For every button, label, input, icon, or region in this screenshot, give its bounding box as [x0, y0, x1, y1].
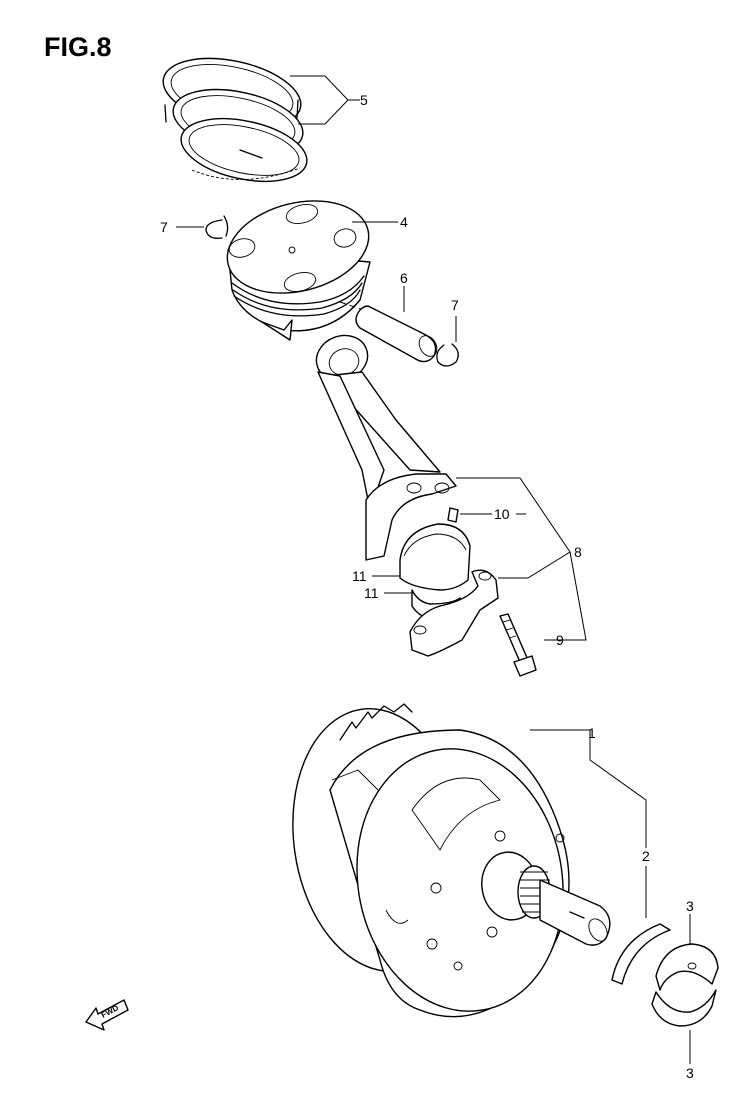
- circlip-left: [205, 215, 229, 239]
- callout-7-right: 7: [451, 297, 459, 313]
- conrod-bearing-upper: [399, 523, 471, 591]
- callout-3-lower: 3: [686, 1065, 694, 1081]
- callout-11-lower: 11: [364, 585, 379, 601]
- callout-7-left: 7: [160, 219, 168, 235]
- piston: [226, 200, 371, 341]
- callout-5: 5: [360, 92, 368, 108]
- callout-8: 8: [574, 544, 582, 560]
- crankshaft-bearing-upper: [655, 943, 719, 991]
- callout-6: 6: [400, 270, 408, 286]
- callout-9: 9: [556, 632, 564, 648]
- dowel-pin: [447, 507, 459, 523]
- forward-direction-arrow-icon: FWD: [85, 999, 129, 1031]
- thrust-washer: [611, 923, 671, 985]
- callout-11-upper: 11: [352, 568, 367, 584]
- connecting-rod-cap: [409, 569, 499, 657]
- callout-3-upper: 3: [686, 898, 694, 914]
- callout-2: 2: [642, 848, 650, 864]
- figure-title: FIG.8: [44, 32, 112, 62]
- piston-rings: [162, 57, 308, 183]
- callout-10: 10: [494, 506, 510, 522]
- crankshaft: [292, 703, 611, 1018]
- piston-pin: [339, 301, 438, 363]
- crankshaft-bearing-lower: [651, 989, 717, 1027]
- callout-1: 1: [588, 725, 596, 741]
- callout-4: 4: [400, 214, 408, 230]
- circlip-right: [436, 343, 459, 367]
- conrod-bolt: [499, 613, 537, 677]
- connecting-rod: [315, 334, 457, 561]
